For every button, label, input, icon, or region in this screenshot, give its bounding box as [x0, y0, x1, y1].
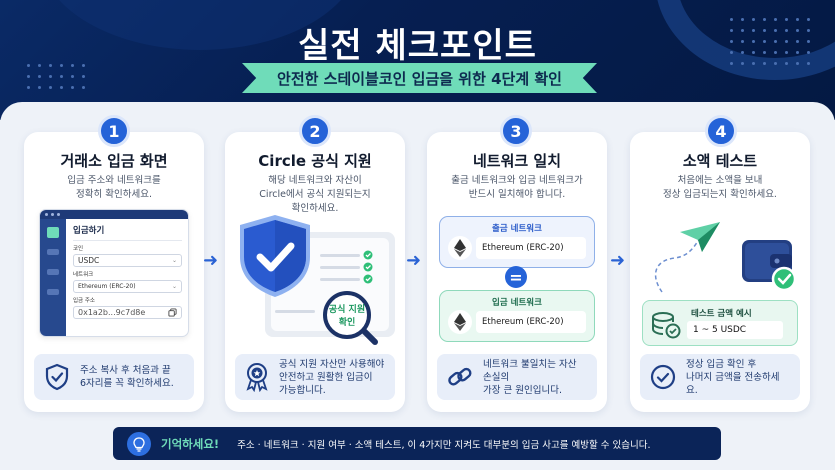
link-icon — [448, 367, 472, 386]
remember-label: 기억하세요! — [161, 436, 220, 451]
address-field[interactable]: 0x1a2b...9c7d8e — [73, 306, 182, 319]
withdraw-network-box: 출금 네트워크 Ethereum (ERC-20) — [439, 216, 595, 268]
tip-box: 정상 입금 확인 후 나머지 금액을 전송하세요. — [640, 354, 800, 400]
card-title: 소액 테스트 — [682, 152, 758, 170]
arrow-right-icon: ➜ — [406, 250, 422, 271]
deposit-screen-mockup: 입금하기 코인 USDC ⌄ 네트워크 Ethereum (ERC-20) ⌄ 입금… — [39, 209, 189, 337]
step-number-1: 1 — [98, 115, 130, 147]
step-card-network-match: 네트워크 일치 출금 네트워크와 입금 네트워크가 반드시 일치해야 합니다. … — [427, 132, 607, 412]
deposit-network-label: 입금 네트워크 — [492, 298, 542, 308]
paper-plane-icon — [680, 222, 720, 252]
shield-document-illustration — [240, 215, 395, 345]
dot-pattern-left — [27, 64, 85, 89]
network-label: 네트워크 — [73, 272, 94, 278]
sidebar-item — [47, 249, 59, 255]
card-description: 출금 네트워크와 입금 네트워크가 반드시 일치해야 합니다. — [451, 175, 583, 200]
mock-sidebar — [40, 219, 66, 336]
step-card-circle-support: Circle 공식 지원 해당 네트워크와 자산이 Circle에서 공식 지원… — [225, 132, 405, 412]
equals-icon: = — [505, 266, 527, 288]
tip-text: 네트워크 불일치는 자산 손실의 가장 큰 원인입니다. — [483, 358, 577, 396]
test-amount-box: 테스트 금액 예시 1 ~ 5 USDC — [642, 300, 798, 346]
arrow-right-icon: ➜ — [610, 250, 626, 271]
deposit-network-value: Ethereum (ERC-20) — [476, 311, 586, 333]
test-amount-label: 테스트 금액 예시 — [691, 309, 752, 319]
tip-box: 주소 복사 후 처음과 끝 6자리를 꼭 확인하세요. — [34, 354, 194, 400]
ethereum-icon — [448, 310, 472, 334]
chevron-down-icon: ⌄ — [171, 283, 177, 290]
sidebar-item — [47, 269, 59, 275]
deposit-network-box: 입금 네트워크 Ethereum (ERC-20) — [439, 290, 595, 342]
withdraw-network-value: Ethereum (ERC-20) — [476, 237, 586, 259]
address-label: 입금 주소 — [73, 298, 95, 304]
check-circle-icon — [650, 364, 676, 390]
withdraw-network-label: 출금 네트워크 — [492, 224, 542, 234]
coin-stack-icon — [652, 312, 681, 339]
copy-icon[interactable] — [168, 308, 177, 317]
network-value: Ethereum (ERC-20) — [78, 283, 136, 290]
mock-heading: 입금하기 — [73, 224, 182, 241]
coin-value: USDC — [78, 256, 100, 265]
step-card-exchange-deposit: 거래소 입금 화면 입금 주소와 네트워크를 정확히 확인하세요. 입금하기 코… — [24, 132, 204, 412]
step-number-4: 4 — [705, 115, 737, 147]
card-title: Circle 공식 지원 — [258, 152, 372, 170]
tip-text: 주소 복사 후 처음과 끝 6자리를 꼭 확인하세요. — [80, 365, 174, 389]
step-number-2: 2 — [299, 115, 331, 147]
remember-banner: 기억하세요! 주소 · 네트워크 · 지원 여부 · 소액 테스트, 이 4가지… — [113, 427, 721, 460]
window-titlebar — [40, 210, 188, 219]
lightbulb-icon — [127, 431, 151, 456]
ethereum-icon — [448, 236, 472, 260]
step-card-small-test: 소액 테스트 처음에는 소액을 보내 정상 입금되는지 확인하세요. 테스트 금… — [630, 132, 810, 412]
address-value: 0x1a2b...9c7d8e — [78, 308, 146, 317]
magnifier-label: 공식 지원 확인 — [328, 305, 366, 328]
tip-box: 네트워크 불일치는 자산 손실의 가장 큰 원인입니다. — [437, 354, 597, 400]
test-amount-value: 1 ~ 5 USDC — [687, 321, 783, 339]
award-badge-icon — [246, 363, 268, 392]
hero-banner: 실전 체크포인트 — [0, 0, 835, 120]
send-wallet-illustration — [654, 222, 797, 293]
subtitle-ribbon: 안전한 스테이블코인 입금을 위한 4단계 확인 — [242, 63, 597, 93]
step-number-3: 3 — [500, 115, 532, 147]
sidebar-item — [47, 289, 59, 295]
coin-select[interactable]: USDC ⌄ — [73, 254, 182, 267]
arrow-right-icon: ➜ — [203, 250, 219, 271]
card-description: 해당 네트워크와 자산이 Circle에서 공식 지원되는지 확인하세요. — [259, 175, 371, 214]
card-title: 네트워크 일치 — [472, 152, 562, 170]
network-select[interactable]: Ethereum (ERC-20) ⌄ — [73, 280, 182, 293]
tip-text: 정상 입금 확인 후 나머지 금액을 전송하세요. — [686, 358, 780, 396]
card-description: 처음에는 소액을 보내 정상 입금되는지 확인하세요. — [663, 175, 777, 200]
card-title: 거래소 입금 화면 — [60, 152, 168, 170]
menu-icon — [47, 227, 59, 238]
dot-pattern-right — [730, 18, 810, 65]
remember-message: 주소 · 네트워크 · 지원 여부 · 소액 테스트, 이 4가지만 지켜도 대… — [237, 439, 651, 451]
coin-label: 코인 — [73, 246, 84, 252]
chevron-down-icon: ⌄ — [171, 257, 177, 264]
tip-box: 공식 지원 자산만 사용해야 안전하고 원활한 입금이 가능합니다. — [235, 354, 395, 400]
page-title: 실전 체크포인트 — [298, 26, 537, 66]
card-description: 입금 주소와 네트워크를 정확히 확인하세요. — [67, 175, 161, 200]
shield-check-icon — [45, 363, 69, 391]
tip-text: 공식 지원 자산만 사용해야 안전하고 원활한 입금이 가능합니다. — [279, 358, 385, 396]
